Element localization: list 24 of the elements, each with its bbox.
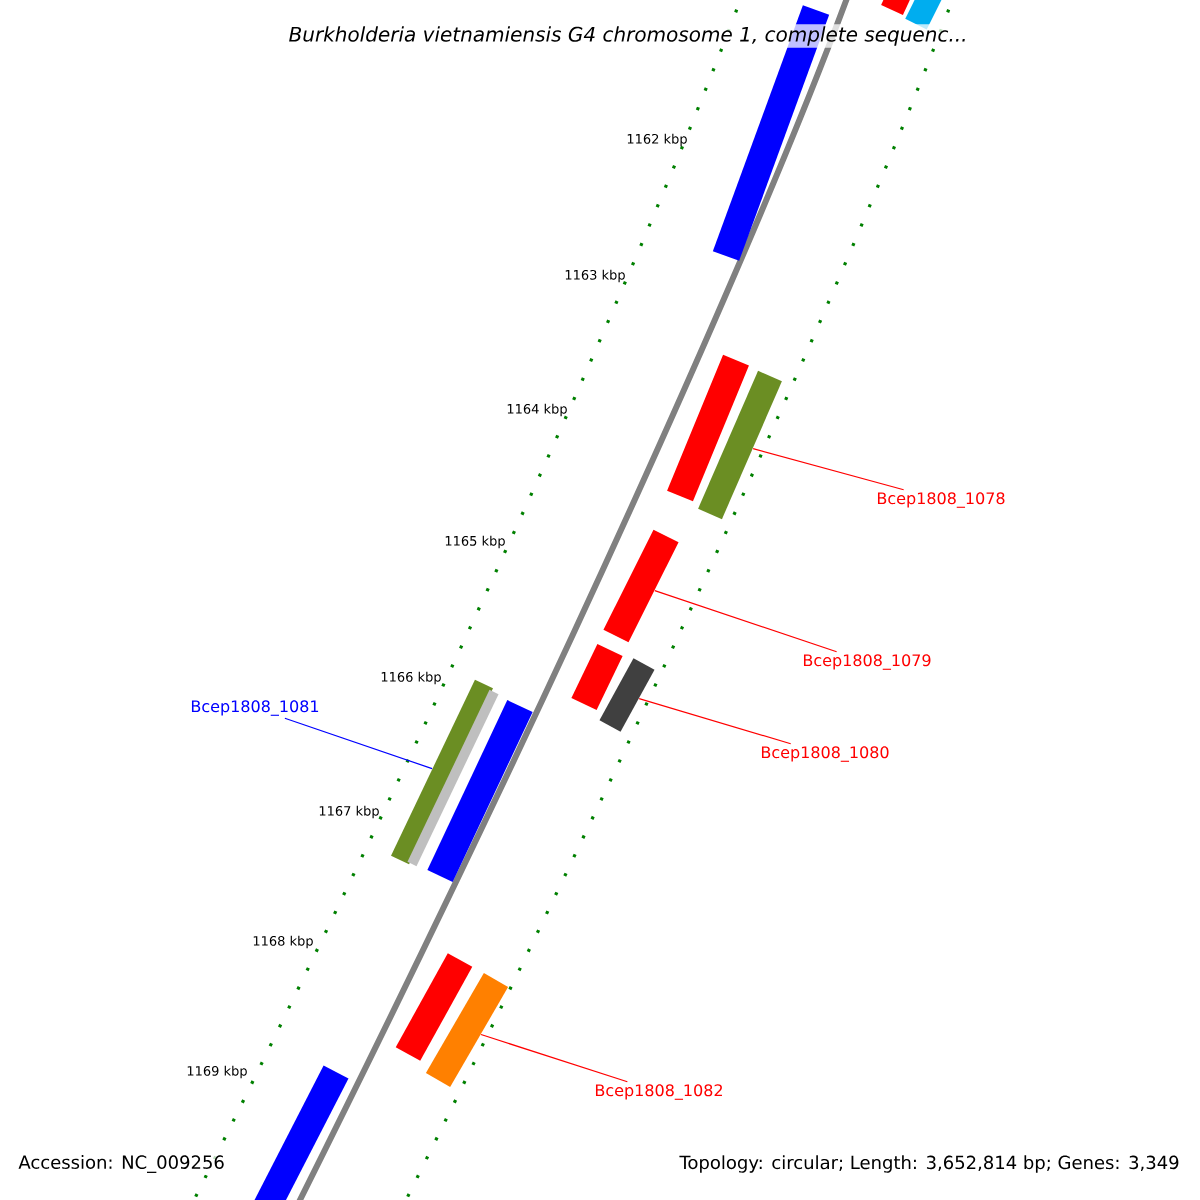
gene-label: Bcep1808_1078 xyxy=(878,492,1005,508)
gene-bar xyxy=(698,370,782,520)
gene-bar xyxy=(599,658,655,732)
accession-text: Accession: NC_009256 xyxy=(16,1153,227,1175)
gene-bar xyxy=(407,689,499,867)
gene-bar xyxy=(425,973,509,1088)
gene-bar xyxy=(427,700,533,882)
gene-bar xyxy=(667,354,749,502)
gene-bar xyxy=(603,529,679,643)
gene-label: Bcep1808_1082 xyxy=(595,1084,722,1100)
leader-line xyxy=(284,717,433,770)
gene-label: Bcep1808_1079 xyxy=(804,654,931,670)
gene-label: Bcep1808_1081 xyxy=(191,700,319,716)
leader-line xyxy=(654,590,838,653)
summary-text: Topology: circular; Length: 3,652,814 bp; Genes: 3,349 xyxy=(679,1155,1179,1173)
leader-line xyxy=(638,698,792,745)
title: Burkholderia vietnamiensis G4 chromosome 1, complete sequenc... xyxy=(286,24,970,48)
gene-bar xyxy=(571,643,623,711)
gene-label: Bcep1808_1080 xyxy=(762,746,889,762)
leader-line xyxy=(480,1033,628,1083)
gene-bar xyxy=(905,0,947,30)
leader-line xyxy=(752,447,905,491)
gene-bar xyxy=(881,0,915,15)
gene-bar xyxy=(395,953,473,1061)
